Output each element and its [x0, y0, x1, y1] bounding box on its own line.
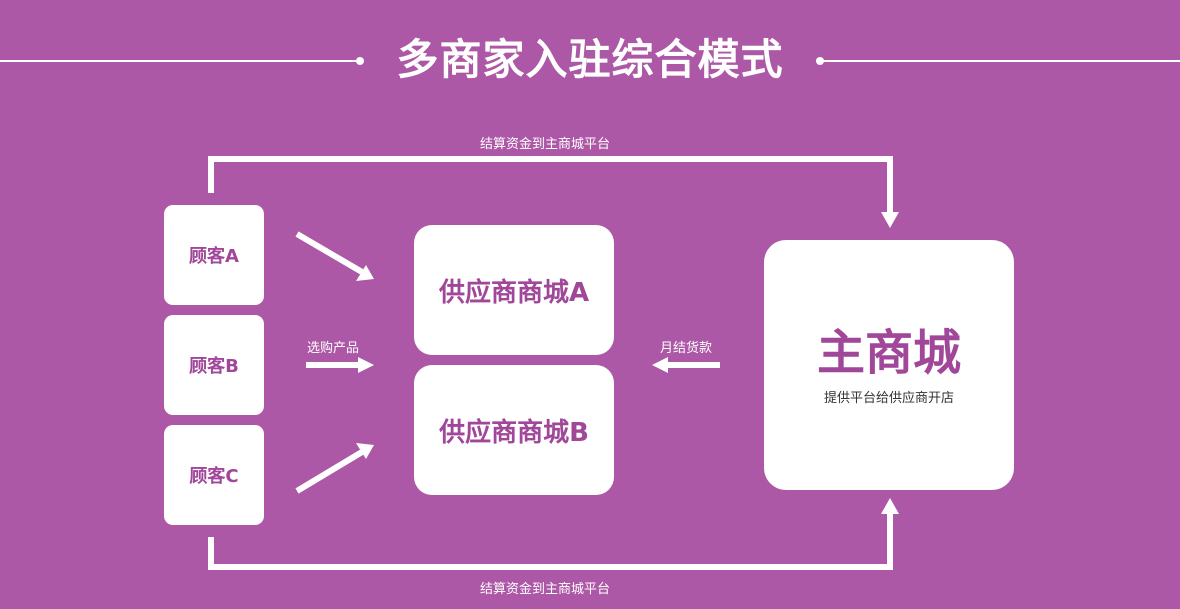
supplier-b-box: 供应商商城B	[414, 365, 614, 495]
arrowhead-customer-b	[358, 357, 374, 373]
main-mall-subtitle: 提供平台给供应商开店	[823, 390, 954, 406]
supplier-b-label: 供应商商城B	[439, 417, 589, 448]
title-left-line	[0, 60, 360, 62]
supplier-a-box: 供应商商城A	[414, 225, 614, 355]
arrowhead-monthly	[652, 357, 668, 373]
customer-a-box: 顾客A	[164, 205, 264, 305]
top-flow-label: 结算资金到主商城平台	[480, 137, 611, 152]
customer-c-box: 顾客C	[164, 425, 264, 525]
bottom-flow-label: 结算资金到主商城平台	[480, 582, 611, 597]
main-mall-box: 主商城 提供平台给供应商开店	[764, 240, 1014, 490]
customer-a-label: 顾客A	[189, 246, 239, 267]
monthly-settlement-label: 月结货款	[660, 341, 713, 356]
title-left-dot	[356, 57, 364, 65]
page-title: 多商家入驻综合模式	[396, 35, 784, 84]
arrowhead-top	[881, 212, 899, 228]
arrowhead-customer-c	[356, 443, 374, 459]
supplier-a-label: 供应商商城A	[438, 277, 590, 308]
bottom-settlement-connector	[208, 514, 893, 570]
customer-c-label: 顾客C	[189, 466, 239, 487]
arrow-customer-a-to-supplier	[295, 231, 364, 275]
select-products-label: 选购产品	[307, 341, 360, 356]
title-right-line	[822, 60, 1180, 62]
customer-b-label: 顾客B	[189, 356, 239, 377]
customer-b-box: 顾客B	[164, 315, 264, 415]
arrowhead-customer-a	[356, 265, 374, 281]
arrowhead-bottom	[881, 498, 899, 514]
main-mall-title: 主商城	[816, 324, 961, 381]
title-right-dot	[816, 57, 824, 65]
top-settlement-connector	[208, 156, 893, 214]
arrow-customer-c-to-supplier	[295, 449, 364, 494]
